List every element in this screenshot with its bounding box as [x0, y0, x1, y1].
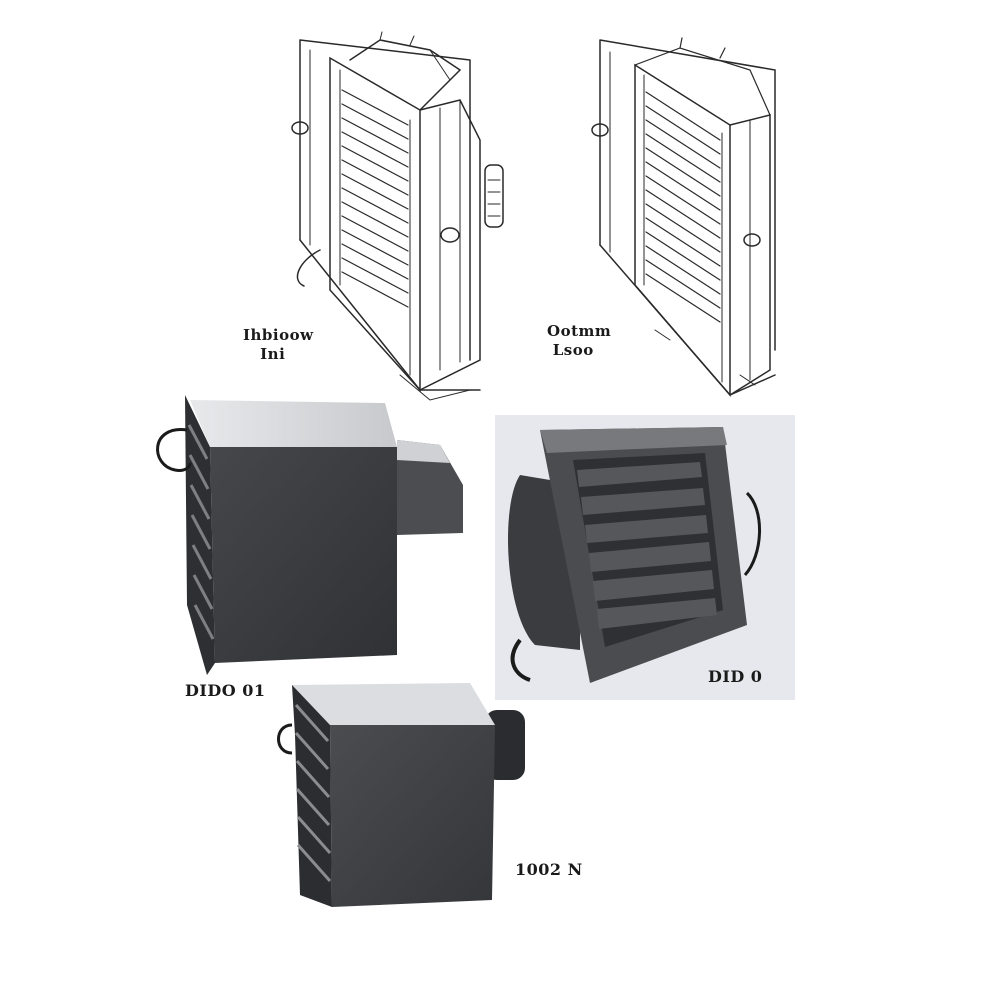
photo-3-caption: 1002 N [515, 860, 583, 879]
photo-box-exhaust-fan [270, 675, 540, 920]
sketch-louvered-fan [280, 30, 520, 410]
louvered-shutter-sketch-icon [591, 37, 776, 398]
sketch-2-caption: Ootmm Lsoo [547, 322, 612, 359]
sketch-louvered-shutter [580, 30, 790, 410]
hooded-exhaust-fan-icon [156, 395, 463, 675]
sketch-1-caption: Ihbioow Ini [243, 326, 314, 363]
photo-2-caption: DID 0 [708, 667, 763, 686]
photo-wall-shutter-fan [495, 415, 795, 700]
wall-shutter-fan-icon [495, 415, 795, 700]
louvered-fan-sketch-icon [291, 31, 504, 401]
photo-1-caption: DIDO 01 [185, 681, 266, 700]
photo-hooded-exhaust-fan [145, 385, 475, 685]
box-exhaust-fan-icon [277, 683, 525, 907]
